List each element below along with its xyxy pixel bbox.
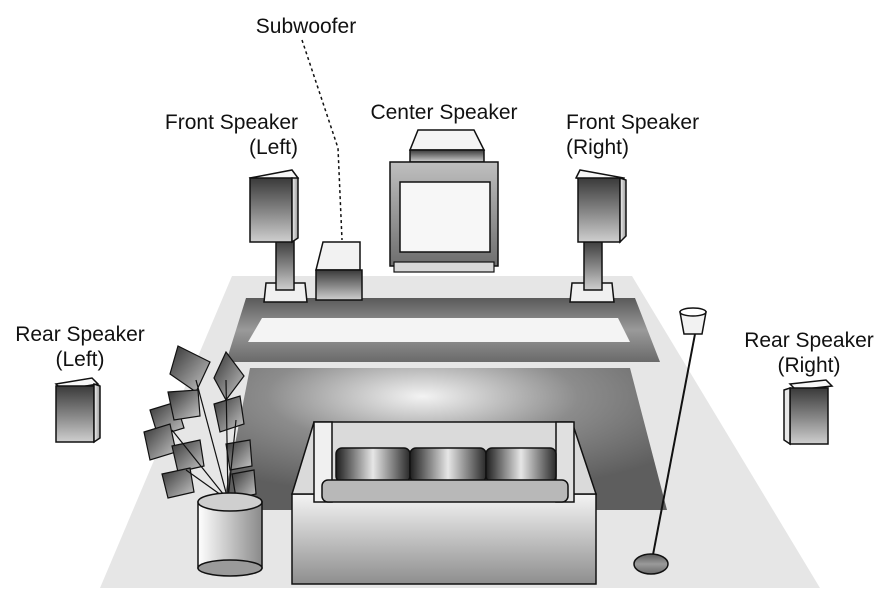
front-right-speaker-label: Front Speaker (Right) [566, 111, 700, 159]
front-right-speaker [569, 169, 627, 303]
sofa [290, 421, 598, 585]
subwoofer-unit [315, 241, 363, 301]
rear-left-speaker-label: Rear Speaker (Left) [15, 323, 145, 371]
subwoofer-pointer-line [301, 39, 343, 241]
rear-right-speaker-label: Rear Speaker (Right) [744, 329, 874, 377]
rear-right-speaker [783, 379, 834, 446]
front-left-speaker-label: Front Speaker (Left) [164, 111, 298, 159]
floor-lamp [633, 307, 707, 575]
center-speaker-tv [389, 129, 499, 273]
subwoofer-label: Subwoofer [255, 15, 357, 38]
front-left-speaker [248, 169, 308, 303]
rear-left-speaker [54, 377, 101, 444]
center-speaker-label: Center Speaker [370, 101, 518, 124]
potted-plant [143, 345, 263, 577]
